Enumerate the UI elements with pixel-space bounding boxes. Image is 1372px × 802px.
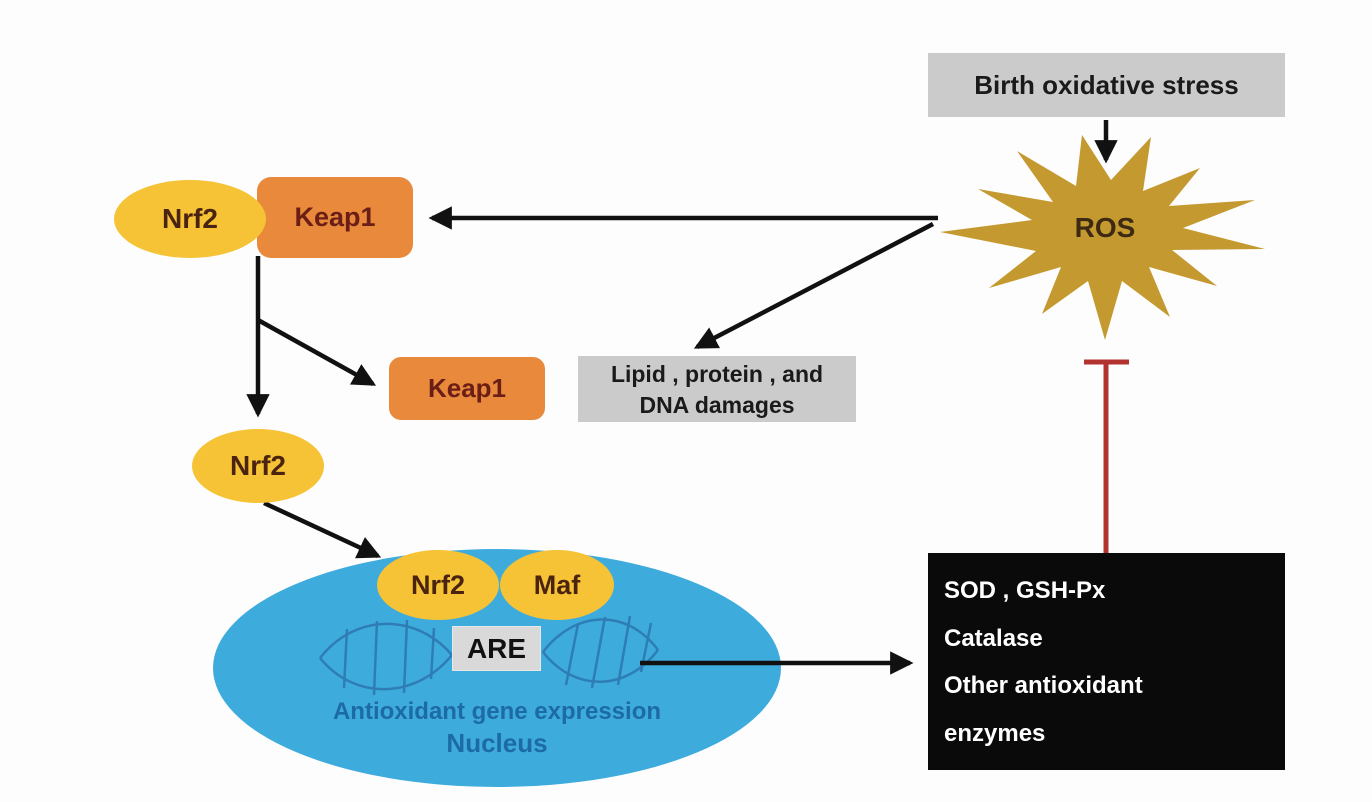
enzymes-line-3: Other antioxidant (944, 672, 1143, 700)
arrow-keap1-release (256, 318, 377, 386)
nucleus-nrf2-label: Nrf2 (410, 569, 465, 600)
damage-line-1: Lipid , protein , and (610, 361, 824, 387)
keap1-complex-label: Keap1 (294, 202, 376, 232)
keap1-complex-box: Keap1 (257, 177, 413, 258)
arrow-ros-to-damage (693, 222, 935, 349)
maf-ellipse: Maf (500, 550, 614, 620)
damage-box: Lipid , protein , and DNA damages (578, 356, 856, 422)
enzymes-line-4: enzymes (944, 719, 1046, 747)
gene-expression-label: Antioxidant gene expression (332, 698, 662, 725)
nrf2-free-label: Nrf2 (229, 450, 286, 481)
birth-oxidative-stress-label: Birth oxidative stress (974, 69, 1239, 100)
nrf2-complex-label: Nrf2 (161, 203, 218, 234)
nucleus-label: Nucleus (446, 728, 548, 758)
enzymes-line-2: Catalase (944, 624, 1043, 652)
nucleus-nrf2-ellipse: Nrf2 (377, 550, 499, 620)
inhibition-line-icon (1084, 359, 1129, 556)
nrf2-complex-ellipse: Nrf2 (114, 180, 266, 258)
enzymes-line-1: SOD , GSH-Px (944, 577, 1106, 604)
enzymes-box: SOD , GSH-Px Catalase Other antioxidant … (928, 553, 1285, 770)
ros-label: ROS (1074, 212, 1136, 243)
birth-oxidative-stress-box: Birth oxidative stress (928, 53, 1285, 117)
keap1-released-box: Keap1 (389, 357, 545, 420)
nrf2-free-ellipse: Nrf2 (192, 429, 324, 503)
damage-line-2: DNA damages (639, 392, 795, 418)
arrow-nrf2-to-nucleus (263, 500, 382, 559)
maf-label: Maf (533, 569, 581, 600)
are-box: ARE (452, 626, 541, 671)
are-label: ARE (466, 632, 527, 664)
keap1-released-label: Keap1 (427, 373, 507, 403)
